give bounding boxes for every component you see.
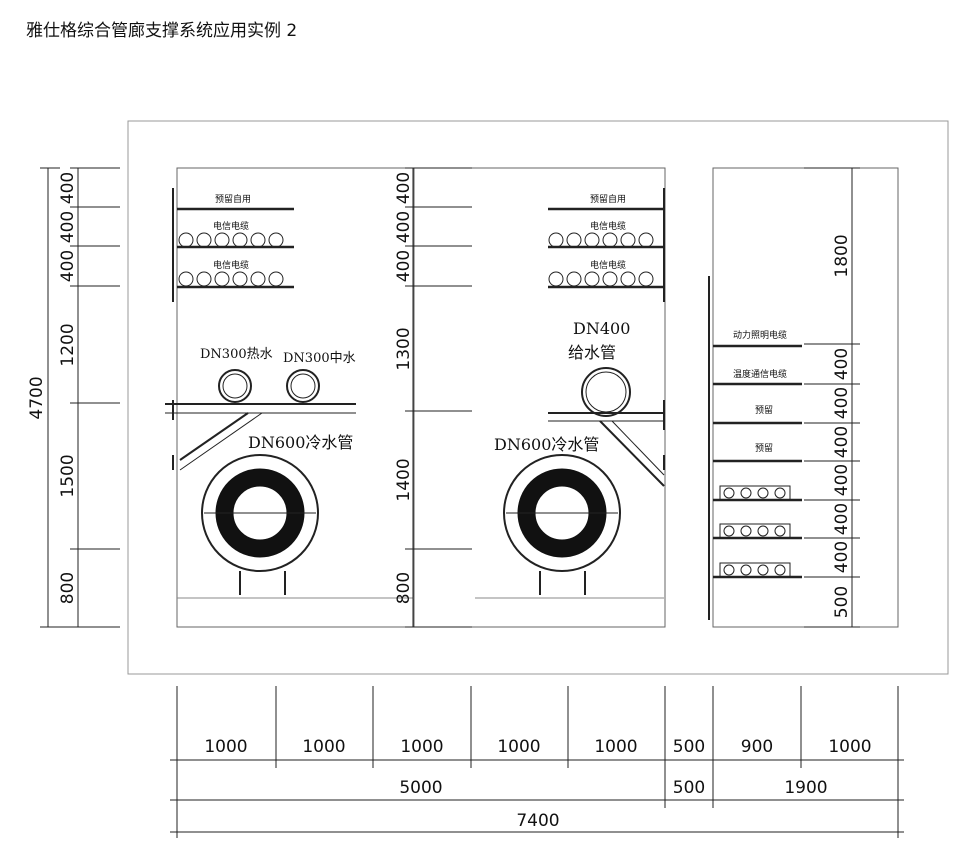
right-tray-label-2: 温度通信电缆 <box>733 368 787 380</box>
h-dim-row2-3: 1900 <box>784 778 827 798</box>
h-dim-row2-2: 500 <box>673 778 705 798</box>
right-cables-row-3 <box>719 562 791 578</box>
middle-main-pipe-label: DN600冷水管 <box>494 435 599 454</box>
h-dim-7: 900 <box>741 737 773 757</box>
left-pipe-label-reclaimed: DN300中水 <box>283 351 356 366</box>
middle-pipe-label-1: DN400 <box>573 319 630 338</box>
h-dim-1: 1000 <box>204 737 247 757</box>
middle-dim-1: 400 <box>394 172 414 204</box>
h-dim-6: 500 <box>673 737 705 757</box>
left-dn600-cold-pipe <box>201 454 319 572</box>
h-dim-total: 7400 <box>516 811 559 831</box>
left-main-pipe-label: DN600冷水管 <box>248 433 353 452</box>
left-cables-row-2 <box>178 271 284 287</box>
right-cables-row-2 <box>719 523 791 539</box>
left-dim-6: 800 <box>58 572 78 604</box>
left-pipe-label-hot: DN300热水 <box>200 347 273 362</box>
h-dim-row2-1: 5000 <box>399 778 442 798</box>
right-dim-1: 1800 <box>832 234 852 277</box>
middle-cables-row-2 <box>548 271 654 287</box>
right-dim-3: 400 <box>832 387 852 419</box>
left-dim-2: 400 <box>58 211 78 243</box>
left-tray-label-1: 预留自用 <box>215 193 251 205</box>
middle-dn600-cold-pipe <box>503 454 621 572</box>
left-cables-row-1 <box>178 232 284 248</box>
middle-dn400-water-pipe <box>581 367 631 417</box>
right-chamber <box>712 167 899 628</box>
right-tray-label-1: 动力照明电缆 <box>733 329 787 341</box>
right-tray-label-4: 预留 <box>755 442 773 454</box>
middle-dim-3: 400 <box>394 250 414 282</box>
h-dim-4: 1000 <box>497 737 540 757</box>
left-dim-3: 400 <box>58 250 78 282</box>
h-dim-8: 1000 <box>828 737 871 757</box>
right-dim-2: 400 <box>832 348 852 380</box>
right-dim-8: 500 <box>832 586 852 618</box>
left-tray-label-3: 电信电缆 <box>213 259 249 271</box>
middle-tray-label-3: 电信电缆 <box>590 259 626 271</box>
h-dim-3: 1000 <box>400 737 443 757</box>
h-dim-5: 1000 <box>594 737 637 757</box>
middle-dim-4: 1300 <box>394 327 414 370</box>
page-title: 雅仕格综合管廊支撑系统应用实例 2 <box>26 21 298 41</box>
left-dim-5: 1500 <box>58 454 78 497</box>
left-total-dim: 4700 <box>27 376 47 419</box>
right-dim-6: 400 <box>832 503 852 535</box>
middle-dim-2: 400 <box>394 211 414 243</box>
right-dim-5: 400 <box>832 464 852 496</box>
right-tray-label-3: 预留 <box>755 404 773 416</box>
middle-cables-row-1 <box>548 232 654 248</box>
left-dn300-hot-pipe <box>218 369 252 403</box>
right-dim-4: 400 <box>832 426 852 458</box>
middle-pipe-label-2: 给水管 <box>568 343 616 362</box>
middle-dim-6: 800 <box>394 572 414 604</box>
middle-dim-5: 1400 <box>394 458 414 501</box>
middle-chamber <box>413 167 666 628</box>
outer-frame <box>127 120 949 675</box>
left-dn300-reclaimed-pipe <box>286 369 320 403</box>
left-tray-label-2: 电信电缆 <box>213 220 249 232</box>
middle-tray-label-1: 预留自用 <box>590 193 626 205</box>
h-dim-2: 1000 <box>302 737 345 757</box>
middle-tray-label-2: 电信电缆 <box>590 220 626 232</box>
left-dim-1: 400 <box>58 172 78 204</box>
right-dim-7: 400 <box>832 541 852 573</box>
left-dim-4: 1200 <box>58 323 78 366</box>
right-cables-row-1 <box>719 485 791 501</box>
